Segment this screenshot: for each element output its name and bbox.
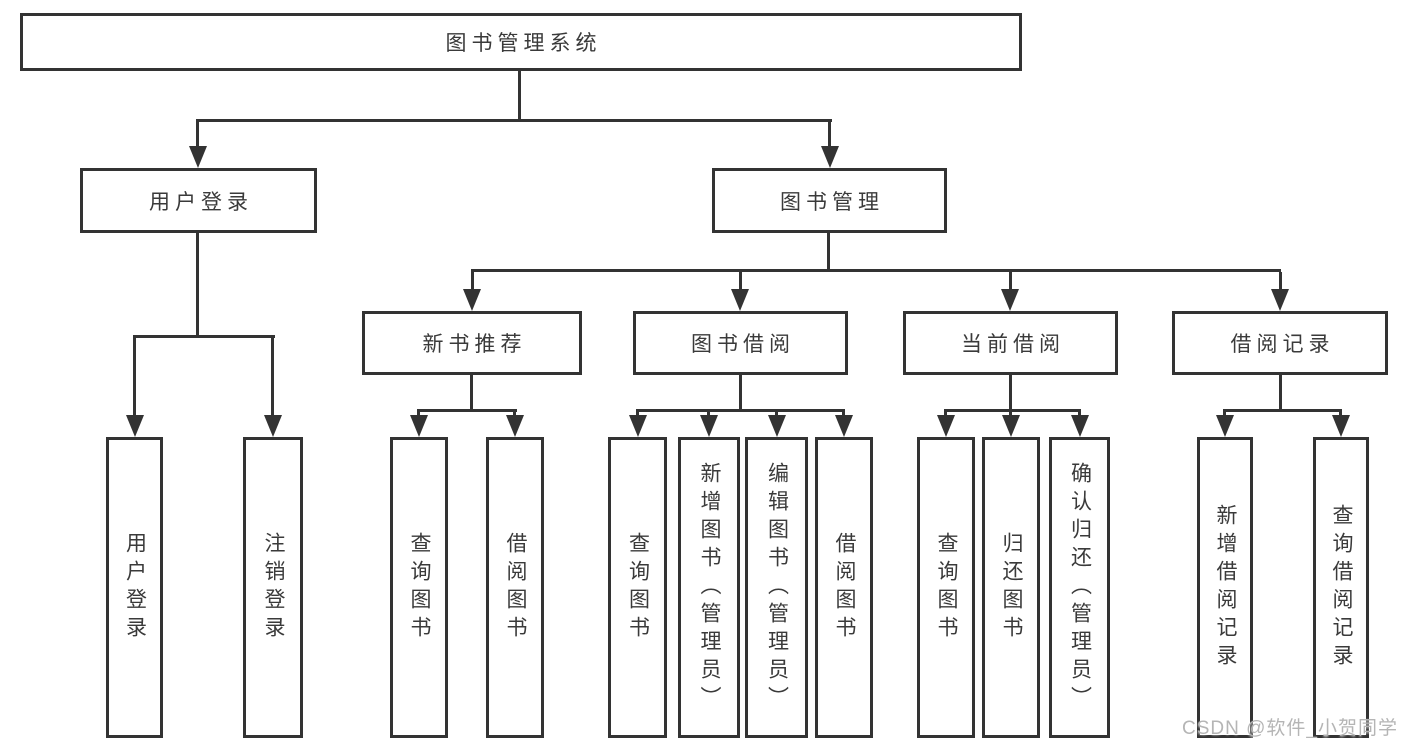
- connector-group-stem: [470, 375, 473, 409]
- node-leaf-query-books: 查询图书: [917, 437, 975, 738]
- arrow-down-icon: [1002, 415, 1020, 437]
- connector-drop: [739, 272, 742, 291]
- node-label: 借阅图书: [504, 531, 527, 644]
- node-label: 用户登录: [123, 531, 147, 644]
- arrow-down-icon: [506, 415, 524, 437]
- connector-drop: [1009, 409, 1012, 419]
- node-leaf-user-login: 用户登录: [106, 437, 163, 738]
- node-leaf-edit-books-admin: 编辑图书（管理员）: [745, 437, 808, 738]
- arrow-down-icon: [1332, 415, 1350, 437]
- connector-group-stem: [1279, 375, 1282, 409]
- node-root: 图书管理系统: [20, 13, 1022, 71]
- node-leaf-borrow-books: 借阅图书: [815, 437, 873, 738]
- node-leaf-query-books: 查询图书: [608, 437, 667, 738]
- connector-drop: [1009, 272, 1012, 291]
- arrow-down-icon: [264, 415, 282, 437]
- node-label: 注销登录: [262, 531, 285, 644]
- connector-book-management-drop: [828, 122, 831, 148]
- arrow-down-icon: [126, 415, 144, 437]
- connector-drop: [1339, 409, 1342, 419]
- connector-user-login-stem: [196, 233, 199, 335]
- connector-group-rail: [945, 409, 1081, 412]
- arrow-down-icon: [700, 415, 718, 437]
- arrow-down-icon: [1071, 415, 1089, 437]
- node-leaf-query-borrow-record: 查询借阅记录: [1313, 437, 1369, 738]
- arrow-down-icon: [937, 415, 955, 437]
- connector-user-login-drop: [196, 122, 199, 148]
- arrow-down-icon: [629, 415, 647, 437]
- node-leaf-return-books: 归还图书: [982, 437, 1040, 738]
- node-leaf-add-borrow-record: 新增借阅记录: [1197, 437, 1253, 738]
- node-leaf-add-books-admin: 新增图书（管理员）: [678, 437, 740, 738]
- node-label: 归还图书: [1000, 531, 1023, 644]
- connector-root-stem: [518, 71, 521, 119]
- arrow-down-icon: [410, 415, 428, 437]
- node-label: 新增图书（管理员）: [698, 461, 721, 714]
- node-book-management: 图书管理: [712, 168, 947, 233]
- connector-drop: [707, 409, 710, 419]
- arrow-down-icon: [821, 146, 839, 168]
- connector-drop: [513, 409, 516, 419]
- connector-group-rail: [418, 409, 517, 412]
- connector-drop: [1078, 409, 1081, 419]
- arrow-down-icon: [189, 146, 207, 168]
- connector-book-management-stem: [827, 233, 830, 269]
- watermark-text: CSDN @软件_小贺同学: [1182, 718, 1398, 739]
- node-user-login: 用户登录: [80, 168, 317, 233]
- connector-group-stem: [739, 375, 742, 409]
- node-label: 借阅图书: [833, 531, 856, 644]
- node-label: 查询图书: [935, 531, 958, 644]
- arrow-down-icon: [731, 289, 749, 311]
- connector-groups-rail: [471, 269, 1281, 272]
- node-label: 查询图书: [626, 531, 650, 644]
- node-leaf-borrow-books: 借阅图书: [486, 437, 544, 738]
- connector-group-rail: [1224, 409, 1342, 412]
- arrow-down-icon: [1001, 289, 1019, 311]
- node-label: 查询图书: [408, 531, 431, 644]
- connector-group-stem: [1009, 375, 1012, 409]
- arrow-down-icon: [768, 415, 786, 437]
- node-borrowing-records: 借阅记录: [1172, 311, 1388, 375]
- connector-drop: [636, 409, 639, 419]
- connector-drop: [775, 409, 778, 419]
- arrow-down-icon: [1216, 415, 1234, 437]
- node-label: 确认归还（管理员）: [1068, 461, 1092, 714]
- connector-drop: [842, 409, 845, 419]
- connector-drop: [271, 338, 274, 417]
- node-label: 编辑图书（管理员）: [765, 461, 789, 714]
- connector-drop: [1223, 409, 1226, 419]
- connector-user-login-rail: [133, 335, 275, 338]
- node-new-book-recommend: 新书推荐: [362, 311, 582, 375]
- node-label: 新增借阅记录: [1214, 503, 1237, 672]
- node-leaf-query-books: 查询图书: [390, 437, 448, 738]
- connector-drop: [471, 272, 474, 291]
- node-label: 查询借阅记录: [1330, 503, 1353, 672]
- arrow-down-icon: [835, 415, 853, 437]
- node-leaf-confirm-return-admin: 确认归还（管理员）: [1049, 437, 1110, 738]
- connector-group-rail: [636, 409, 845, 412]
- node-book-borrowing: 图书借阅: [633, 311, 848, 375]
- arrow-down-icon: [1271, 289, 1289, 311]
- node-current-borrowing: 当前借阅: [903, 311, 1118, 375]
- connector-drop: [1279, 272, 1282, 291]
- connector-drop: [133, 338, 136, 417]
- connector-drop: [944, 409, 947, 419]
- arrow-down-icon: [463, 289, 481, 311]
- connector-drop: [417, 409, 420, 419]
- node-leaf-logout: 注销登录: [243, 437, 303, 738]
- connector-level1-rail: [196, 119, 832, 122]
